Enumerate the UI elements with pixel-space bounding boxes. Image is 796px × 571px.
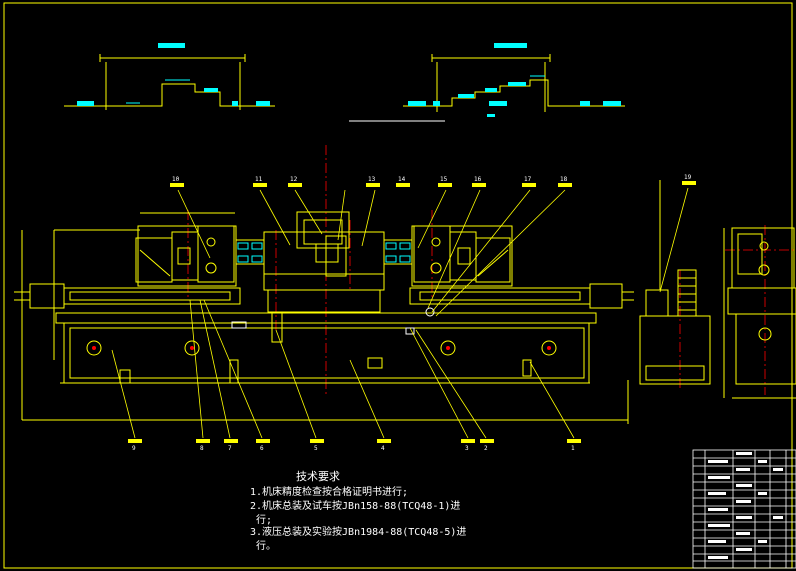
balloon-label: 9 (132, 445, 136, 452)
balloon-label: 19 (684, 174, 692, 181)
hydraulic-unit (639, 180, 711, 385)
title-block-entries (708, 452, 783, 559)
centerlines (187, 145, 796, 395)
balloon-label: 13 (368, 176, 376, 183)
requirement-item: 行; (256, 515, 273, 526)
cycle-diagram-right (403, 43, 625, 117)
machine-front-view (14, 211, 634, 424)
requirement-item: 2.机床总装及试车按JBn158-88(TCQ48-1)进 (250, 501, 461, 512)
balloon-label: 4 (381, 445, 385, 452)
balloon-labels-top: 10 11 12 13 14 15 16 17 18 19 (172, 174, 692, 183)
balloon-label: 10 (172, 176, 180, 183)
balloon-label: 7 (228, 445, 232, 452)
balloon-label: 8 (200, 445, 204, 452)
balloon-label: 1 (571, 445, 575, 452)
balloon-label: 18 (560, 176, 568, 183)
title-block (692, 449, 796, 569)
balloon-label: 2 (484, 445, 488, 452)
requirement-item: 行。 (256, 541, 276, 552)
balloon-marks-top (170, 181, 696, 187)
balloon-label: 5 (314, 445, 318, 452)
balloon-labels-bottom: 9 8 7 6 5 4 3 2 1 (132, 445, 575, 452)
balloon-label: 15 (440, 176, 448, 183)
cycle-diagram-left (64, 43, 275, 110)
balloon-label: 16 (474, 176, 482, 183)
balloon-marks-bottom (128, 439, 581, 443)
balloon-label: 6 (260, 445, 264, 452)
balloon-label: 12 (290, 176, 298, 183)
leader-lines (111, 187, 689, 439)
balloon-label: 14 (398, 176, 406, 183)
requirement-item: 3.液压总装及实验按JBn1984-88(TCQ48-5)进 (250, 527, 467, 538)
balloon-label: 3 (465, 445, 469, 452)
technical-requirements-title: 技术要求 (296, 470, 340, 483)
balloon-label: 17 (524, 176, 532, 183)
machine-side-view (723, 227, 796, 399)
balloon-label: 11 (255, 176, 263, 183)
requirement-item: 1.机床精度检查按合格证明书进行; (250, 487, 409, 498)
drawing-frame (3, 2, 793, 569)
